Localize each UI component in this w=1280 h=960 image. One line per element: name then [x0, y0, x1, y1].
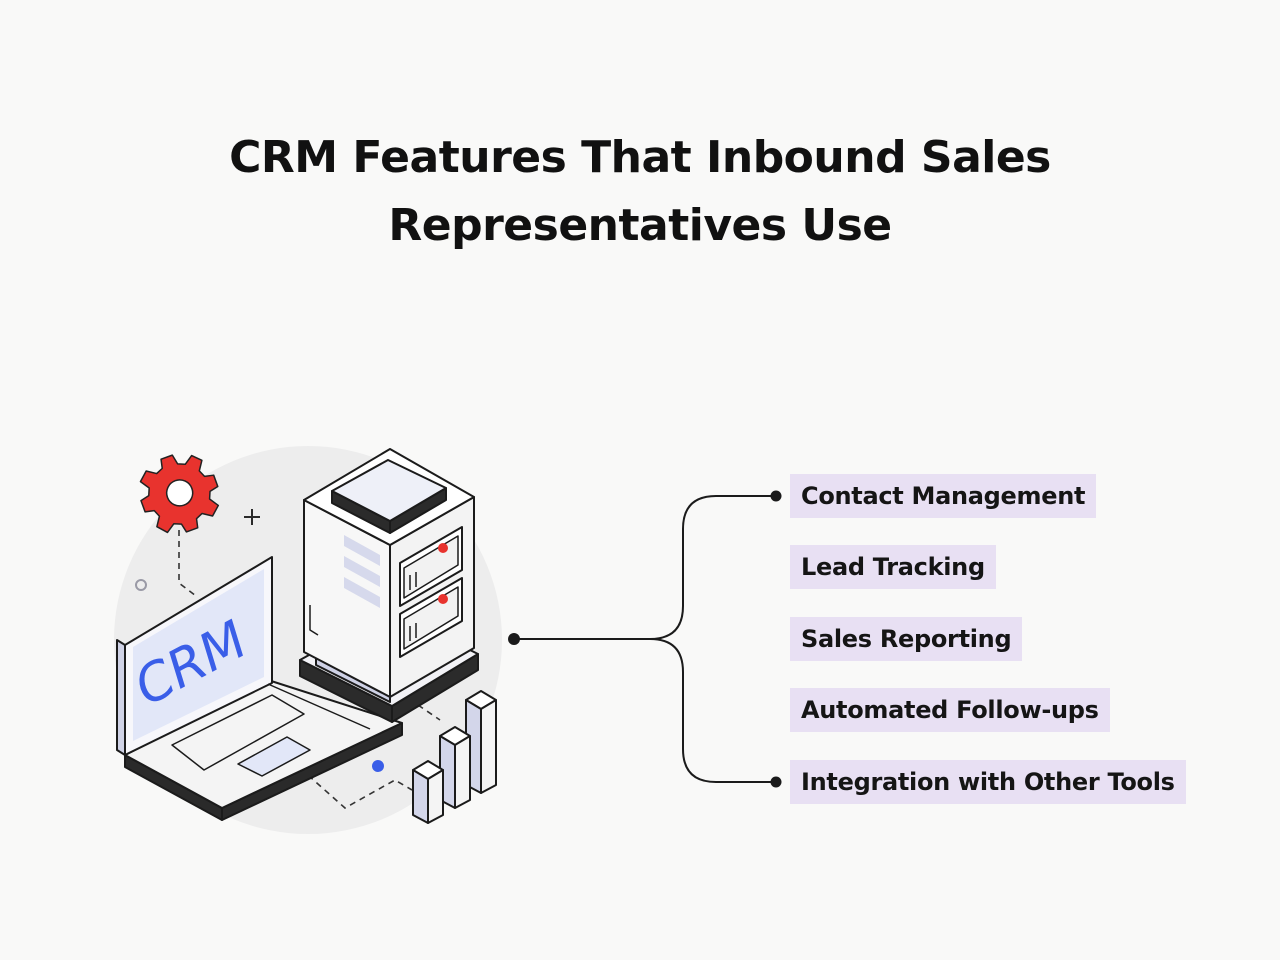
feature-contact-management: Contact Management	[790, 474, 1097, 518]
plus-icon	[244, 509, 260, 525]
title-line-1: CRM Features That Inbound Sales	[229, 132, 1051, 183]
title-line-2: Representatives Use	[388, 200, 892, 251]
server-led-1	[438, 543, 448, 553]
page-title: CRM Features That Inbound Sales Represen…	[0, 124, 1280, 260]
gear-icon	[139, 454, 220, 534]
ring-icon	[135, 579, 147, 591]
connector-start-dot	[508, 633, 520, 645]
connector-end-dot-top	[770, 490, 782, 502]
server-icon	[299, 448, 479, 723]
laptop-icon	[116, 556, 403, 821]
blue-dot-icon	[372, 760, 384, 772]
feature-sales-reporting: Sales Reporting	[790, 617, 1023, 661]
feature-automated-follow-ups: Automated Follow-ups	[790, 688, 1110, 732]
bracket-connector	[514, 495, 776, 783]
bar-blocks-icon	[412, 690, 497, 824]
feature-lead-tracking: Lead Tracking	[790, 545, 996, 589]
connector-end-dot-bottom	[770, 776, 782, 788]
server-led-2	[438, 594, 448, 604]
feature-integration-other-tools: Integration with Other Tools	[790, 760, 1186, 804]
